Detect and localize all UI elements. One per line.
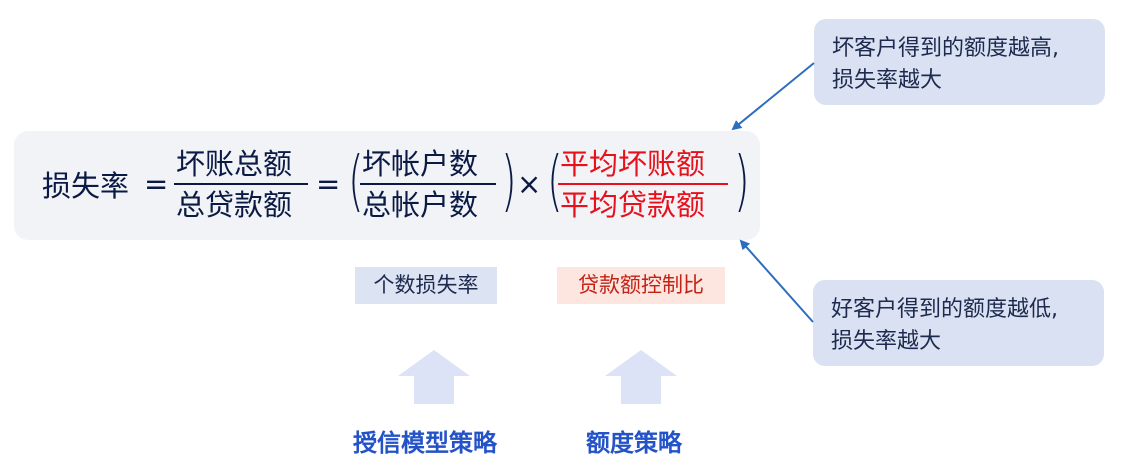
total-loan-denominator: 总贷款额 [176, 188, 293, 222]
good-customer-callout-line1: 好客户得到的额度越低, [831, 297, 1058, 322]
bottom-callout-arrow [739, 239, 814, 323]
bad-account-count-numerator: 坏帐户数 [362, 147, 479, 181]
limit-strategy-label: 额度策略 [586, 429, 682, 457]
loss-rate-label: 损失率 [42, 169, 130, 203]
left-paren-1: ( [348, 142, 364, 219]
good-customer-callout: 好客户得到的额度越低, 损失率越大 [813, 280, 1104, 366]
fraction-bar-2 [360, 183, 496, 185]
equals-sign-1: = [144, 167, 169, 201]
top-callout-arrow [731, 62, 815, 131]
formula-panel [14, 131, 760, 240]
avg-loan-denominator: 平均贷款额 [560, 188, 706, 222]
multiply-sign: × [517, 167, 542, 201]
bad-customer-callout-line2: 损失率越大 [832, 68, 943, 93]
bad-customer-callout: 坏客户得到的额度越高, 损失率越大 [814, 19, 1105, 105]
loan-amount-control-tag: 贷款额控制比 [557, 267, 725, 304]
fraction-bar-3 [558, 183, 728, 185]
good-customer-callout-line2: 损失率越大 [831, 329, 942, 354]
bad-debt-total-numerator: 坏账总额 [176, 147, 293, 181]
up-arrow-credit-model [398, 350, 470, 404]
credit-model-strategy-label: 授信模型策略 [353, 429, 497, 457]
right-paren-1: ) [501, 142, 517, 219]
avg-bad-debt-numerator: 平均坏账额 [560, 147, 706, 181]
left-paren-2: ( [547, 142, 563, 219]
total-account-count-denominator: 总帐户数 [362, 188, 479, 222]
up-arrow-limit [605, 350, 677, 404]
equals-sign-2: = [316, 167, 341, 201]
fraction-bar-1 [174, 183, 308, 185]
bad-customer-callout-line1: 坏客户得到的额度越高, [832, 36, 1059, 61]
count-loss-rate-tag: 个数损失率 [355, 267, 497, 304]
right-paren-2: ) [734, 142, 750, 219]
